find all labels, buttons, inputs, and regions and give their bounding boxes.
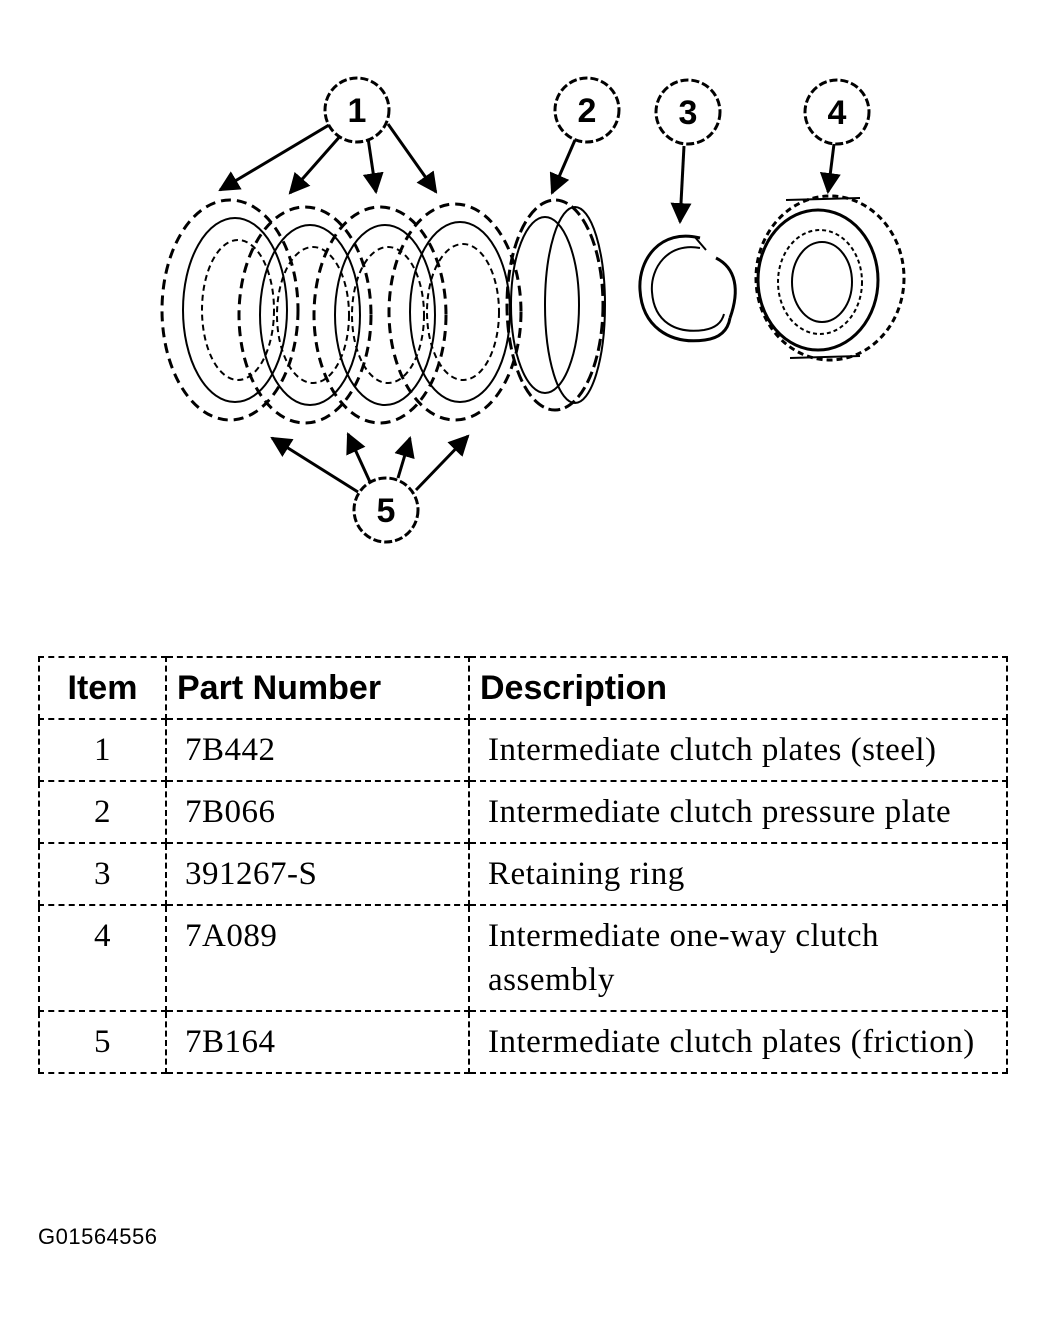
cell-description: Retaining ring — [468, 842, 1008, 906]
table-row: 2 7B066 Intermediate clutch pressure pla… — [38, 780, 1008, 844]
header-item: Item — [38, 656, 167, 720]
table-header-row: Item Part Number Description — [38, 656, 1008, 720]
clutch-plate — [387, 202, 523, 422]
clutch-plate — [160, 198, 300, 422]
exploded-parts-diagram: 1 2 3 4 5 — [160, 76, 906, 544]
callout-4-label: 4 — [828, 94, 847, 132]
cell-description: Intermediate clutch plates (friction) — [468, 1010, 1008, 1074]
callout-1: 1 — [323, 76, 391, 144]
clutch-plate — [237, 205, 373, 425]
header-part-number: Part Number — [165, 656, 470, 720]
table-row: 1 7B442 Intermediate clutch plates (stee… — [38, 718, 1008, 782]
callout-3-label: 3 — [679, 94, 698, 132]
cell-description: Intermediate clutch pressure plate — [468, 780, 1008, 844]
callout-2-label: 2 — [578, 92, 597, 130]
cell-description: Intermediate clutch plates (steel) — [468, 718, 1008, 782]
cell-part-number: 391267-S — [165, 842, 470, 906]
table-row: 5 7B164 Intermediate clutch plates (fric… — [38, 1010, 1008, 1074]
callout-2-leader — [549, 139, 577, 195]
cell-part-number: 7B066 — [165, 780, 470, 844]
pressure-plate — [505, 198, 606, 412]
figure-id: G01564556 — [38, 1224, 158, 1249]
callout-3-leader — [670, 145, 692, 225]
callout-5: 5 — [352, 476, 420, 544]
cell-item: 1 — [38, 718, 167, 782]
table-row: 3 391267-S Retaining ring — [38, 842, 1008, 906]
cell-item: 4 — [38, 904, 167, 1012]
table-row: 4 7A089 Intermediate one-way clutch asse… — [38, 904, 1008, 1012]
callout-5-leaders — [270, 432, 470, 494]
cell-item: 5 — [38, 1010, 167, 1074]
retaining-ring — [638, 234, 737, 343]
callout-5-label: 5 — [377, 492, 396, 530]
cell-part-number: 7B442 — [165, 718, 470, 782]
callout-4-leader — [819, 143, 841, 195]
header-description: Description — [468, 656, 1008, 720]
callout-2: 2 — [553, 76, 621, 144]
callout-3: 3 — [654, 78, 722, 146]
cell-item: 3 — [38, 842, 167, 906]
cell-part-number: 7B164 — [165, 1010, 470, 1074]
parts-table: Item Part Number Description 1 7B442 Int… — [38, 656, 1008, 1074]
callout-4: 4 — [803, 78, 871, 146]
cell-description: Intermediate one-way clutch assembly — [468, 904, 1008, 1012]
cell-part-number: 7A089 — [165, 904, 470, 1012]
cell-item: 2 — [38, 780, 167, 844]
callout-1-label: 1 — [348, 92, 367, 130]
clutch-plate-stack — [160, 198, 606, 425]
clutch-plate — [312, 205, 448, 425]
callout-1-leaders — [218, 120, 438, 195]
one-way-clutch-assembly — [754, 194, 906, 362]
